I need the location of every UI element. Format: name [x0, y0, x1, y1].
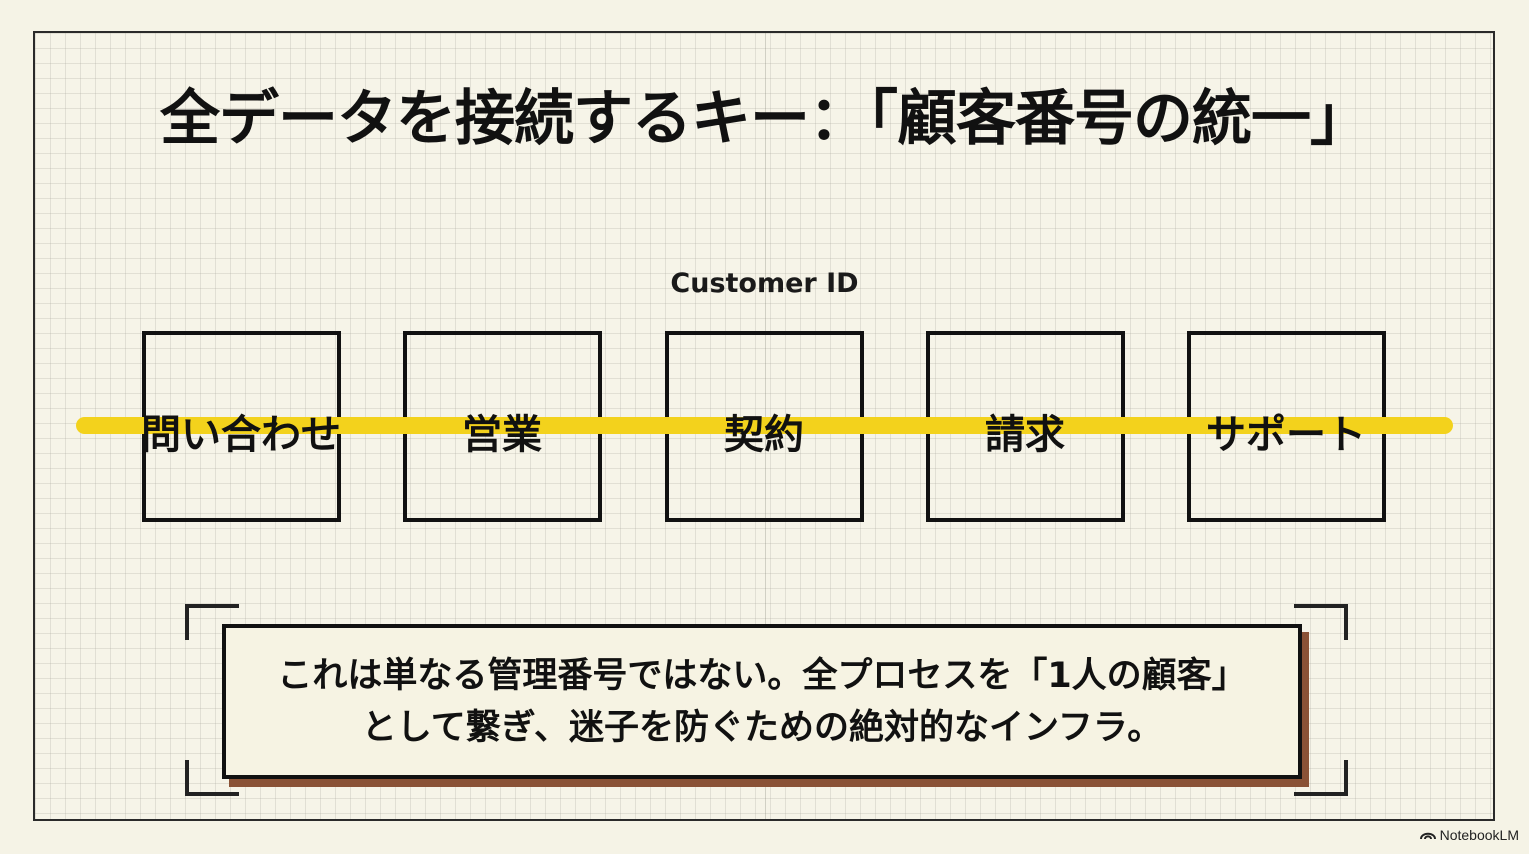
- corner-bracket-bottom-right: [1294, 760, 1348, 796]
- corner-bracket-top-left: [185, 604, 239, 640]
- callout-line-2: として繋ぎ、迷子を防ぐための絶対的なインフラ。: [361, 707, 1163, 748]
- callout-box: これは単なる管理番号ではない。全プロセスを「1人の顧客」 として繋ぎ、迷子を防ぐ…: [222, 624, 1302, 779]
- stage-label-contract: 契約: [724, 412, 804, 458]
- corner-bracket-top-right: [1294, 604, 1348, 640]
- brand-watermark: NotebookLM: [1419, 827, 1519, 843]
- brand-name: NotebookLM: [1439, 827, 1519, 843]
- stage-label-inquiry: 問い合わせ: [141, 412, 341, 458]
- connector-label: Customer ID: [670, 268, 859, 299]
- notebooklm-logo-icon: [1419, 827, 1436, 843]
- stage-label-support: サポート: [1206, 412, 1366, 458]
- page-title: 全データを接続するキー：「顧客番号の統一」: [160, 84, 1370, 154]
- callout-line-1: これは単なる管理番号ではない。全プロセスを「1人の顧客」: [277, 655, 1247, 696]
- stage-label-sales: 営業: [462, 412, 542, 458]
- corner-bracket-bottom-left: [185, 760, 239, 796]
- stage-label-billing: 請求: [985, 412, 1065, 458]
- customer-id-connector-line: [76, 417, 1453, 434]
